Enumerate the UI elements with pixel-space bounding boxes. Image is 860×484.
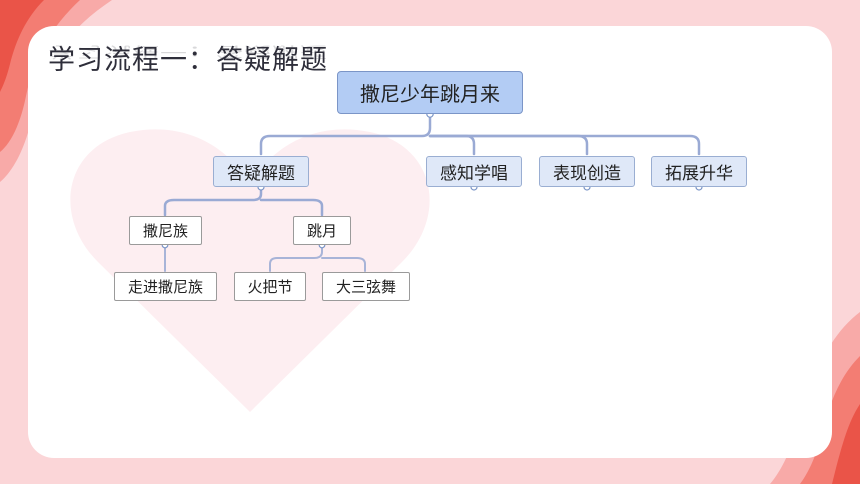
topic-node-tiaoyue[interactable]: 跳月 bbox=[293, 216, 351, 245]
slide-title-area: 学习流程一：答疑解题 学习流程一：答疑解题 bbox=[48, 38, 348, 88]
subtopic-node-da-sanxian-wu[interactable]: 大三弦舞 bbox=[322, 272, 410, 301]
branch-node-tuozhan-shenghua[interactable]: 拓展升华 bbox=[651, 156, 747, 187]
slide-title: 学习流程一：答疑解题 bbox=[48, 45, 328, 76]
subtopic-node-zoujin-sani-zu[interactable]: 走进撒尼族 bbox=[114, 272, 217, 301]
root-node[interactable]: 撒尼少年跳月来 bbox=[337, 71, 523, 114]
branch-node-dayi-jieti[interactable]: 答疑解题 bbox=[213, 156, 309, 187]
branch-node-biaoxian-chuangzao[interactable]: 表现创造 bbox=[539, 156, 635, 187]
topic-node-sani-zu[interactable]: 撒尼族 bbox=[129, 216, 202, 245]
branch-node-ganzhi-xuechang[interactable]: 感知学唱 bbox=[426, 156, 522, 187]
subtopic-node-huoba-jie[interactable]: 火把节 bbox=[234, 272, 306, 301]
